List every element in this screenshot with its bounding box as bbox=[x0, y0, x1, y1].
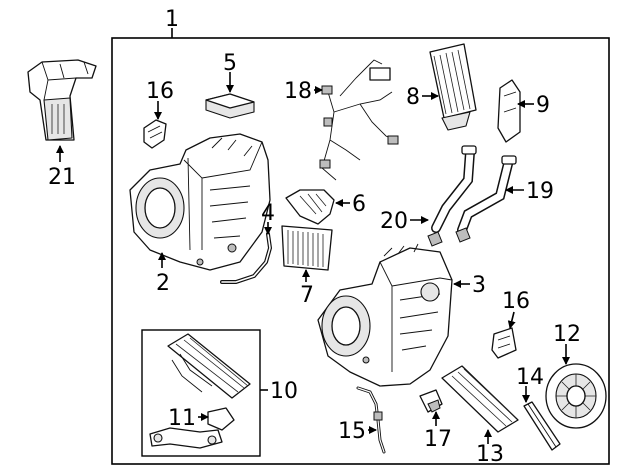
callout-15: 15 bbox=[338, 419, 366, 444]
part-19-hose[interactable] bbox=[455, 155, 517, 243]
callout-2: 2 bbox=[156, 271, 170, 296]
part-4-drain-hose[interactable] bbox=[220, 232, 273, 284]
callout-11: 11 bbox=[168, 406, 196, 431]
part-16-actuator-lower[interactable] bbox=[491, 327, 517, 359]
callout-16b-arrow bbox=[507, 311, 516, 329]
part-5-filter-cover[interactable] bbox=[205, 93, 255, 119]
callout-12: 12 bbox=[553, 322, 581, 347]
part-7-cabin-filter[interactable] bbox=[281, 225, 333, 271]
part-17-resistor[interactable] bbox=[419, 389, 443, 413]
part-6-door[interactable] bbox=[285, 189, 335, 225]
callout-18: 18 bbox=[284, 79, 312, 104]
part-15-sensor-wire[interactable] bbox=[356, 386, 386, 454]
subassembly-frame-10 bbox=[141, 329, 261, 457]
callout-21: 21 bbox=[48, 165, 76, 190]
callout-14: 14 bbox=[516, 365, 544, 390]
callout-8: 8 bbox=[406, 85, 420, 110]
part-8-heater-core[interactable] bbox=[429, 43, 477, 131]
part-2-heater-case[interactable] bbox=[129, 133, 271, 271]
callout-1: 1 bbox=[165, 7, 179, 32]
callout-4: 4 bbox=[261, 201, 275, 226]
callout-16b: 16 bbox=[502, 289, 530, 314]
part-3-rear-case[interactable] bbox=[317, 243, 453, 387]
callout-6: 6 bbox=[352, 192, 366, 217]
assembly-frame bbox=[111, 37, 610, 465]
callout-16a: 16 bbox=[146, 79, 174, 104]
part-21-duct[interactable] bbox=[27, 59, 97, 141]
callout-7: 7 bbox=[300, 283, 314, 308]
callout-17: 17 bbox=[424, 427, 452, 452]
part-16-sensor-upper[interactable] bbox=[143, 119, 167, 149]
part-14-seal[interactable] bbox=[523, 401, 561, 451]
callout-3: 3 bbox=[472, 273, 486, 298]
part-20-hose[interactable] bbox=[427, 145, 477, 247]
part-10-core[interactable] bbox=[167, 333, 251, 399]
part-13-evaporator[interactable] bbox=[441, 365, 519, 433]
callout-13: 13 bbox=[476, 442, 504, 467]
callout-20: 20 bbox=[380, 209, 408, 234]
callout-9: 9 bbox=[536, 93, 550, 118]
callout-5: 5 bbox=[223, 51, 237, 76]
part-18-wiring-harness[interactable] bbox=[319, 59, 399, 181]
part-12-blower-motor[interactable] bbox=[545, 363, 607, 429]
callout-19: 19 bbox=[526, 179, 554, 204]
part-9-pipe-cover[interactable] bbox=[497, 79, 521, 143]
part-11-bracket[interactable] bbox=[149, 407, 235, 449]
callout-10: 10 bbox=[270, 379, 298, 404]
